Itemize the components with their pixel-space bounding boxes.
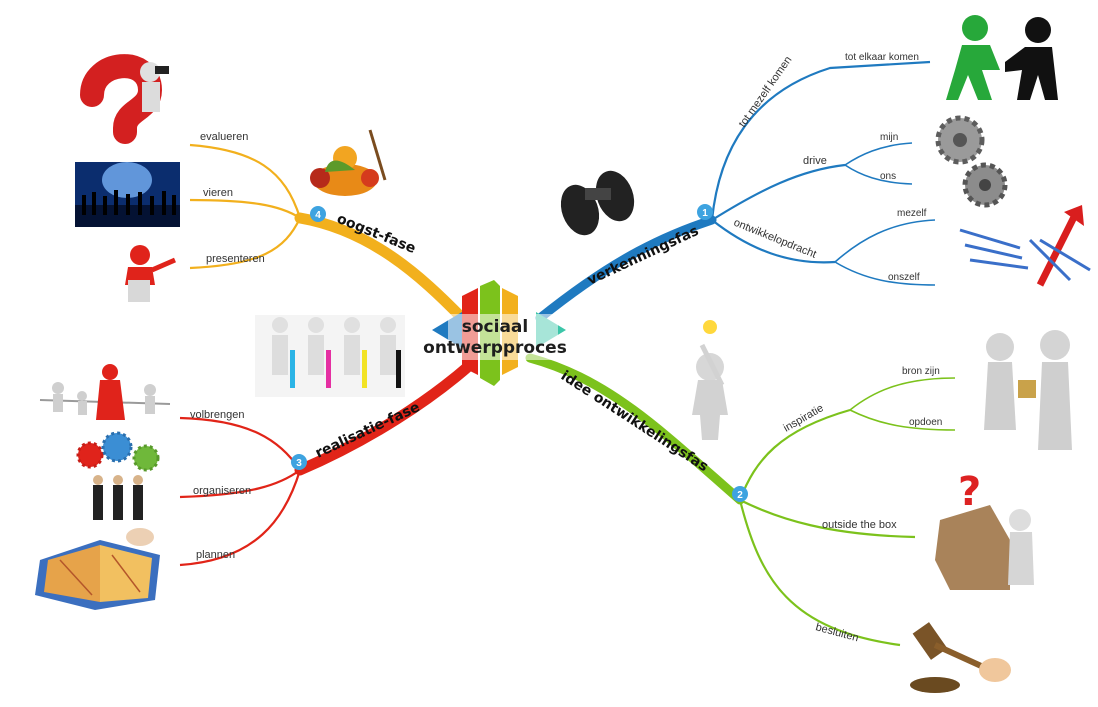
badge-4-number: 4 (315, 210, 321, 221)
badge-3 (291, 454, 307, 470)
binoculars-image (560, 170, 635, 236)
badge-1-number: 1 (702, 208, 708, 219)
label-onszelf: onszelf (888, 272, 920, 283)
badge-4 (310, 206, 326, 222)
label-tot-mezelf-komen: tot mezelf komen (737, 54, 795, 129)
sub-line-ons (844, 164, 913, 185)
gears-image (935, 115, 1008, 208)
label-drive: drive (803, 155, 827, 167)
gear-heads-image (76, 431, 160, 520)
sub-line-mijn (844, 142, 913, 166)
label-mezelf: mezelf (897, 208, 927, 219)
center-title-line2: ontwerpproces (423, 338, 567, 358)
sub-line-ontwikkelopdracht (711, 219, 836, 264)
badge-3-number: 3 (296, 458, 302, 469)
question-box-image: ? (935, 469, 1034, 590)
handshake-figures-image (946, 15, 1058, 100)
label-organiseren: organiseren (193, 485, 251, 497)
branch-title-realisatie-fase: realisatie-fase (313, 399, 423, 461)
label-opdoen: opdoen (909, 417, 942, 428)
badge-1 (697, 204, 713, 220)
paint-figures-image (255, 315, 405, 397)
branch-line-oogst-fase (294, 212, 468, 324)
branch-verkenningsfas: verkenningsfas 1 (585, 204, 713, 289)
center-label-bg (448, 314, 558, 360)
sub-line-organiseren (179, 469, 301, 499)
center-title-line1: sociaal (462, 317, 528, 337)
branch-line-realisatie-fase (294, 359, 476, 476)
label-outside-the-box: outside the box (822, 519, 897, 531)
svg-text:?: ? (958, 469, 981, 515)
tug-of-war-image (39, 364, 171, 420)
sub-line-volbrengen (179, 416, 301, 471)
arrows-chart-image (959, 205, 1091, 287)
sub-line-besluiten (738, 499, 901, 647)
sub-line-vieren (189, 198, 301, 219)
gavel-image (910, 622, 1011, 693)
sub-line-plannen (179, 469, 302, 567)
label-plannen: plannen (196, 549, 235, 561)
sub-line-presenteren (189, 217, 301, 270)
puzzle-figures-image (984, 330, 1072, 450)
sub-line-tot-mezelf-komen (710, 60, 931, 221)
label-besluiten: besluiten (814, 621, 860, 644)
branch-line-verkenningsfas (535, 215, 717, 323)
sub-line-outside-the-box (739, 499, 916, 539)
branch-title-idee-ontwikkelingsfas: idee ontwikkelingsfas (558, 368, 711, 475)
label-tot-elkaar-komen: tot elkaar komen (845, 52, 919, 63)
sub-line-onszelf (834, 261, 936, 286)
branch-oogst-fase: oogst-fase 4 (310, 206, 418, 257)
label-mijn: mijn (880, 132, 898, 143)
center-node: sociaal ontwerpproces (423, 280, 567, 386)
label-presenteren: presenteren (206, 253, 265, 265)
label-volbrengen: volbrengen (190, 409, 244, 421)
sub-line-bron-zijn (849, 377, 956, 411)
label-inspiratie: inspiratie (782, 402, 826, 434)
badge-2 (732, 486, 748, 502)
label-ons: ons (880, 171, 896, 182)
branch-line-idee-ontwikkelingsfas (525, 353, 745, 505)
branch-title-verkenningsfas: verkenningsfas (585, 223, 701, 289)
label-bron-zijn: bron zijn (902, 366, 940, 377)
sub-line-mezelf (834, 219, 936, 263)
badge-2-number: 2 (737, 490, 743, 501)
puzzle-book-image (35, 528, 160, 610)
label-vieren: vieren (203, 187, 233, 199)
presenter-figure-image (125, 245, 176, 302)
label-evalueren: evalueren (200, 131, 248, 143)
question-mark-figure-image (80, 54, 169, 144)
sub-line-opdoen (849, 409, 956, 431)
sub-line-drive (711, 163, 846, 221)
sub-line-evalueren (189, 143, 302, 219)
sub-line-inspiratie (738, 408, 851, 501)
celebration-crowd-image (75, 162, 180, 227)
harvest-basket-image (310, 129, 387, 196)
lightbulb-figure-image (692, 320, 728, 440)
